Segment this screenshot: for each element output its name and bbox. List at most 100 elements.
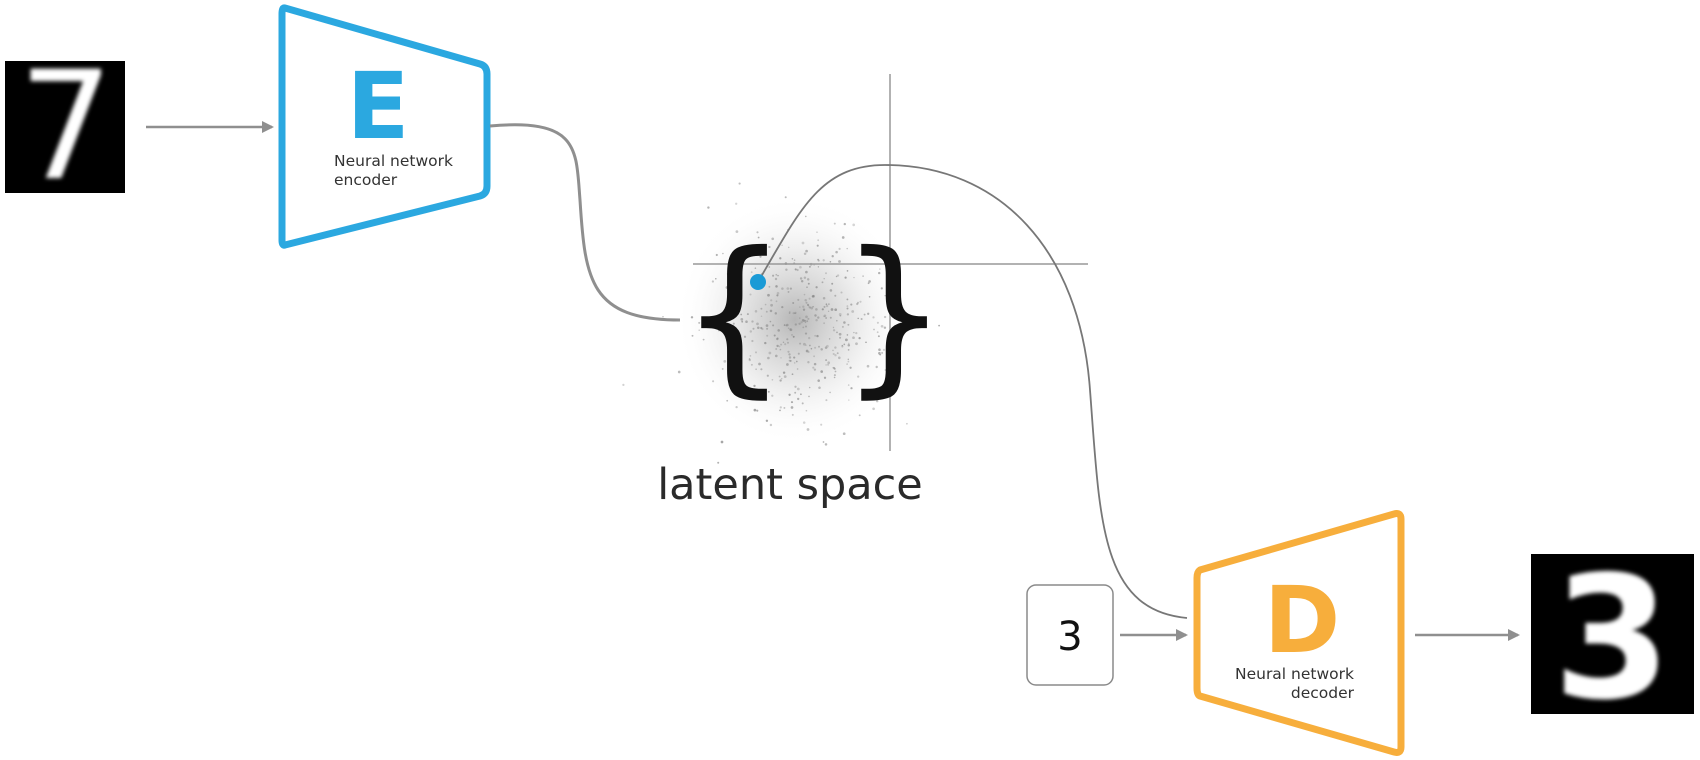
latent-scatter-dot	[827, 361, 831, 365]
latent-scatter-dot	[791, 258, 794, 260]
latent-scatter-dot	[743, 390, 746, 393]
latent-scatter-dot	[833, 222, 836, 225]
latent-scatter-dot	[764, 391, 766, 394]
latent-scatter-dot	[832, 326, 835, 329]
latent-scatter-dot	[884, 369, 887, 371]
latent-scatter-dot	[841, 344, 844, 347]
latent-scatter-dot	[775, 273, 778, 276]
latent-scatter-dot	[698, 329, 700, 331]
latent-scatter-dot	[789, 328, 793, 332]
latent-scatter-dot	[778, 345, 781, 348]
latent-scatter-dot	[817, 379, 820, 382]
latent-scatter-dot	[749, 293, 752, 296]
latent-scatter-dot	[780, 377, 783, 380]
encoder-label-line1: Neural network	[334, 152, 453, 170]
latent-scatter-dot	[849, 366, 852, 369]
latent-scatter-dot	[723, 360, 727, 363]
latent-scatter-dot	[812, 305, 814, 308]
latent-scatter-dot	[790, 406, 794, 409]
decoder-label-line2: decoder	[1291, 684, 1355, 702]
latent-scatter-dot	[725, 286, 729, 289]
latent-scatter-dot	[865, 341, 867, 344]
latent-scatter-dot	[767, 293, 770, 297]
latent-scatter-dot	[769, 309, 773, 313]
latent-scatter-dot	[877, 335, 880, 338]
latent-scatter-dot	[876, 321, 879, 324]
latent-scatter-dot	[822, 259, 825, 262]
latent-scatter-dot	[788, 356, 792, 359]
latent-scatter-dot	[707, 206, 710, 209]
latent-scatter-dot	[806, 320, 809, 323]
latent-scatter-dot	[847, 343, 851, 347]
latent-scatter-dot	[844, 276, 847, 279]
latent-scatter-dot	[805, 349, 809, 353]
latent-scatter-dot	[752, 392, 756, 396]
latent-scatter-dot	[838, 247, 841, 251]
latent-scatter-dot	[781, 305, 784, 309]
encoder-to-latent-curve	[489, 123, 681, 322]
latent-scatter-dot	[852, 223, 856, 227]
latent-scatter-dot	[829, 316, 832, 319]
latent-scatter-dot	[751, 320, 754, 323]
latent-scatter-dot	[834, 308, 838, 312]
latent-scatter-dot	[853, 276, 855, 279]
latent-scatter-dot	[775, 285, 778, 288]
latent-scatter-dot	[846, 307, 849, 310]
latent-scatter-dot	[804, 215, 807, 218]
latent-scatter-dot	[739, 334, 742, 337]
latent-scatter-dot	[727, 325, 730, 328]
latent-scatter-dot	[775, 348, 778, 350]
latent-scatter-dot	[891, 349, 895, 353]
latent-scatter-dot	[825, 303, 828, 306]
latent-scatter-dot	[787, 327, 790, 329]
latent-scatter-dot	[750, 271, 753, 274]
latent-scatter-dot	[848, 342, 850, 345]
latent-scatter-dot	[794, 312, 796, 315]
latent-scatter-dot	[760, 307, 763, 310]
latent-scatter-dot	[843, 222, 846, 226]
latent-scatter-dot	[803, 276, 807, 279]
latent-scatter-dot	[831, 255, 834, 258]
latent-scatter-dot	[807, 282, 810, 285]
latent-scatter-dot	[802, 326, 805, 329]
latent-scatter-dot	[794, 391, 797, 394]
latent-scatter-dot	[827, 310, 830, 312]
latent-scatter-dot	[868, 295, 871, 298]
condition-value: 3	[1057, 614, 1082, 660]
latent-scatter-dot	[903, 314, 906, 317]
decoder-trapezoid	[1193, 510, 1405, 756]
latent-scatter-dot	[794, 268, 797, 271]
latent-scatter-dot	[815, 286, 818, 289]
latent-scatter-dot	[866, 364, 870, 368]
latent-scatter-dot	[787, 341, 789, 344]
latent-scatter-dot	[767, 390, 770, 393]
latent-scatter-dot	[770, 303, 773, 307]
latent-scatter-dot	[805, 325, 807, 328]
latent-scatter-dot	[814, 346, 817, 349]
latent-scatter-dot	[843, 343, 846, 346]
latent-scatter-dot	[770, 299, 773, 302]
latent-scatter-dot	[814, 334, 817, 337]
latent-scatter-dot	[823, 305, 826, 308]
latent-scatter-dot	[879, 353, 882, 356]
latent-scatter-dot	[825, 359, 828, 362]
latent-scatter-dot	[737, 386, 740, 389]
latent-scatter-dot	[841, 345, 844, 348]
latent-scatter-dot	[793, 362, 796, 364]
latent-scatter-dot	[803, 342, 806, 346]
latent-scatter-dot	[801, 402, 804, 405]
latent-scatter-dot	[828, 303, 830, 305]
latent-scatter-dot	[720, 440, 724, 444]
latent-scatter-dot	[863, 313, 866, 316]
latent-scatter-dot	[711, 280, 715, 283]
latent-scatter-dot	[712, 380, 715, 383]
latent-scatter-dot	[805, 270, 808, 274]
latent-scatter-dot	[735, 405, 738, 409]
latent-scatter-dot	[835, 319, 838, 322]
latent-scatter-dot	[838, 260, 841, 263]
latent-scatter-dot	[759, 255, 762, 258]
latent-scatter-dot	[805, 301, 808, 304]
latent-scatter-dot	[850, 387, 853, 390]
latent-scatter-dot	[771, 237, 775, 241]
output-digit-text: 3	[1553, 540, 1671, 738]
